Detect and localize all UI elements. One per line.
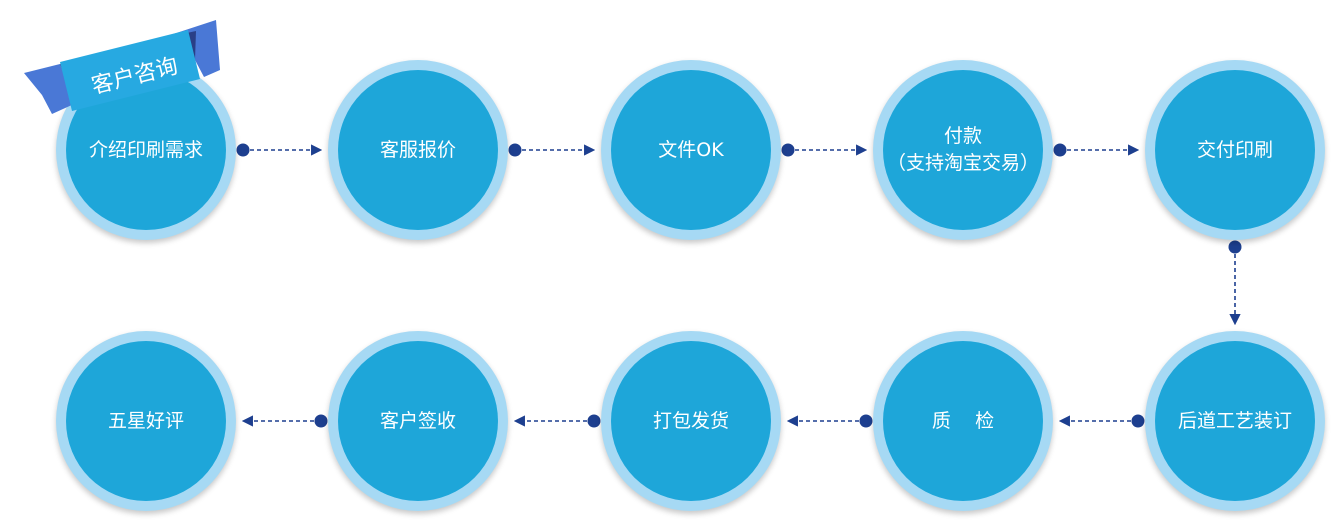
step-label: 打包发货	[652, 409, 729, 432]
flow-step-2: 客服报价	[328, 60, 508, 240]
step-circle: 后道工艺装订	[1155, 341, 1315, 501]
consult-badge: 客户咨询	[24, 17, 224, 117]
step-label: 文件OK	[658, 138, 724, 161]
step-circle: 交付印刷	[1155, 70, 1315, 230]
step-circle: 质 检	[883, 341, 1043, 501]
step-circle: 客户签收	[338, 341, 498, 501]
ribbon-tail-left	[24, 64, 74, 114]
step-label: 客服报价	[379, 138, 456, 161]
flow-step-5: 交付印刷	[1145, 60, 1325, 240]
step-label: 质 检	[931, 409, 995, 432]
step-circle: 文件OK	[611, 70, 771, 230]
ribbon-front	[60, 30, 200, 111]
ribbon-shape	[24, 20, 220, 114]
step-sublabel: （支持淘宝交易）	[886, 152, 1039, 174]
step-label: 五星好评	[107, 409, 184, 432]
flow-step-3: 文件OK	[601, 60, 781, 240]
step-circle: 五星好评	[66, 341, 226, 501]
step-circle: 付款 （支持淘宝交易）	[883, 70, 1043, 230]
flow-step-7: 质 检	[873, 331, 1053, 511]
step-label: 付款	[943, 125, 982, 147]
step-label: 介绍印刷需求	[88, 138, 203, 161]
step-circle: 打包发货	[611, 341, 771, 501]
step-label: 后道工艺装订	[1177, 409, 1292, 432]
step-label: 客户签收	[379, 409, 456, 432]
flow-step-6: 后道工艺装订	[1145, 331, 1325, 511]
step-label: 交付印刷	[1196, 138, 1273, 161]
flow-step-8: 打包发货	[601, 331, 781, 511]
flow-step-10: 五星好评	[56, 331, 236, 511]
flow-step-9: 客户签收	[328, 331, 508, 511]
step-circle: 客服报价	[338, 70, 498, 230]
flow-step-4: 付款 （支持淘宝交易）	[873, 60, 1053, 240]
